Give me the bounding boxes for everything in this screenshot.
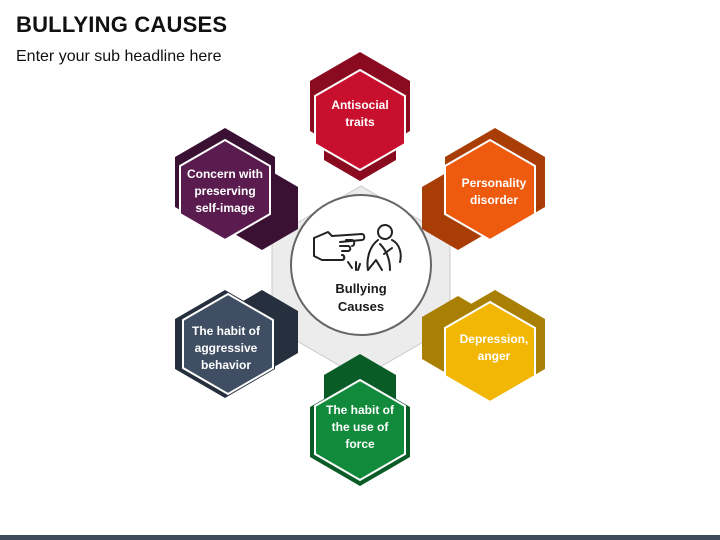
label-personality: Personality disorder <box>462 176 527 207</box>
label-force: The habit of the use of force <box>326 403 395 451</box>
label-line: Concern with <box>187 167 263 181</box>
footer-bar <box>0 535 720 540</box>
label-line: Depression, <box>460 332 529 346</box>
label-depression: Depression, anger <box>460 332 529 363</box>
page-subtitle: Enter your sub headline here <box>16 48 222 65</box>
label-line: Personality <box>462 176 527 190</box>
label-line: traits <box>345 115 375 129</box>
center-label-line-1: Bullying <box>335 281 386 296</box>
label-line: aggressive <box>195 341 258 355</box>
label-aggressive: The habit of aggressive behavior <box>192 324 261 372</box>
label-line: self-image <box>195 201 255 215</box>
label-line: The habit of <box>326 403 395 417</box>
label-line: The habit of <box>192 324 261 338</box>
cause-self-image <box>175 128 298 250</box>
center-label-line-2: Causes <box>338 299 384 314</box>
cause-aggressive-behavior <box>175 290 298 398</box>
label-line: behavior <box>201 358 251 372</box>
cause-personality-disorder <box>422 128 545 250</box>
label-line: the use of <box>332 420 390 434</box>
bullying-pointing-finger-icon <box>313 224 402 271</box>
label-antisocial: Antisocial traits <box>331 98 388 129</box>
cause-antisocial-traits <box>310 52 410 181</box>
cause-use-of-force <box>310 354 410 486</box>
label-line: force <box>345 437 375 451</box>
cause-depression-anger <box>422 290 545 404</box>
center-circle <box>290 194 432 336</box>
label-self-image: Concern with preserving self-image <box>187 167 263 215</box>
page-title: BULLYING CAUSES <box>16 12 228 37</box>
label-line: Antisocial <box>331 98 388 112</box>
label-line: preserving <box>194 184 255 198</box>
label-line: disorder <box>470 193 518 207</box>
label-line: anger <box>478 349 511 363</box>
